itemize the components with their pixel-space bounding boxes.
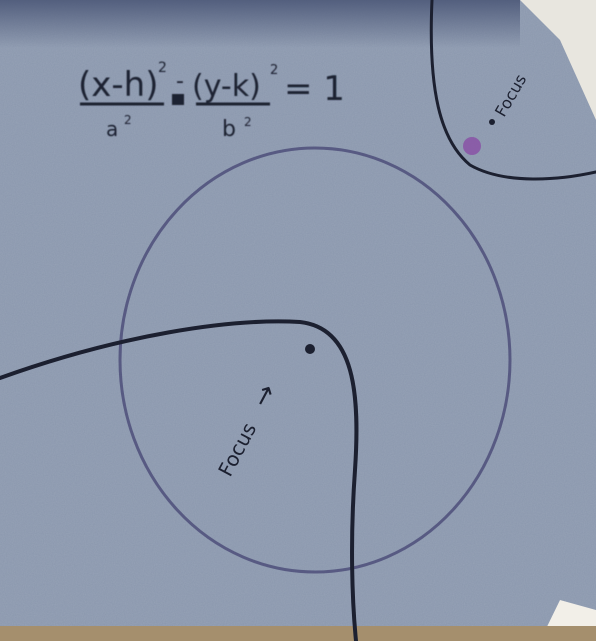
equation-denominator-exp-2: 2 [244, 115, 252, 129]
card-top-shadow [0, 0, 520, 48]
equation-numerator-2: (y-k) [192, 69, 261, 104]
equation-exponent-1: 2 [158, 60, 167, 76]
equation-denominator-1: a [106, 117, 118, 141]
drawn-circle [118, 146, 512, 574]
equation-numerator-1: (x-h) [78, 65, 158, 105]
equation-denominator-exp-1: 2 [124, 113, 132, 127]
equation-denominator-2: b [222, 117, 236, 142]
equation: (x-h) 2 a 2 - (y-k) 2 b 2 = 1 [78, 60, 345, 142]
equation-rhs: = 1 [284, 69, 345, 109]
operator-ink-mark [172, 94, 184, 105]
equation-operator: - [176, 69, 184, 94]
focus-dot-upper [463, 137, 481, 155]
focus-dot-upper-mark [489, 119, 495, 125]
equation-exponent-2: 2 [270, 63, 278, 78]
bottom-strip [0, 626, 596, 641]
hyperbola-branch-upper [429, 0, 596, 181]
hyperbola-branch-lower [0, 319, 359, 641]
focus-dot-lower [305, 344, 315, 354]
